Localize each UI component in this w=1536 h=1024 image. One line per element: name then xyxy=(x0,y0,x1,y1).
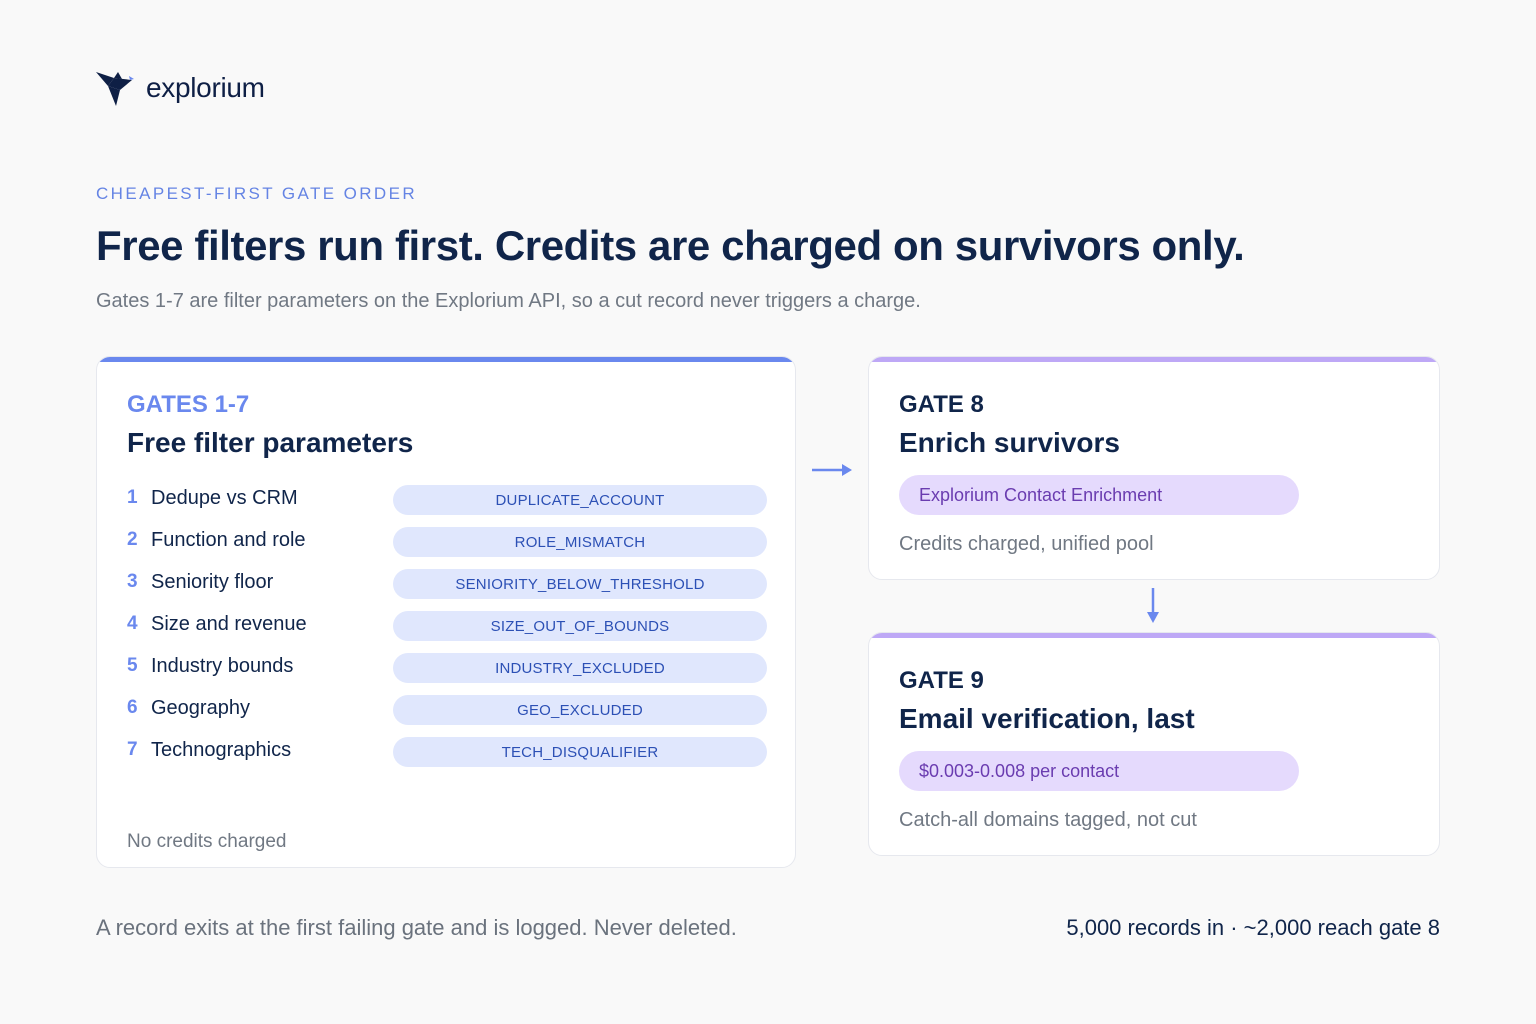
footer-stats: 5,000 records in · ~2,000 reach gate 8 xyxy=(1066,915,1440,940)
filter-code-badge: ROLE_MISMATCH xyxy=(393,527,767,557)
filter-row: 1 Dedupe vs CRM DUPLICATE_ACCOUNT xyxy=(127,485,767,527)
page-title: Free filters run first. Credits are char… xyxy=(96,222,1245,269)
card-note: Credits charged, unified pool xyxy=(899,533,1154,555)
gate-title: Enrich survivors xyxy=(899,427,1120,458)
filter-row: 5 Industry bounds INDUSTRY_EXCLUDED xyxy=(127,653,767,695)
card-accent-bar xyxy=(869,357,1439,362)
filter-number: 7 xyxy=(127,739,138,760)
filter-row: 4 Size and revenue SIZE_OUT_OF_BOUNDS xyxy=(127,611,767,653)
filter-name: Industry bounds xyxy=(151,655,294,677)
filter-name: Function and role xyxy=(151,529,306,551)
filter-list: 1 Dedupe vs CRM DUPLICATE_ACCOUNT 2 Func… xyxy=(127,485,767,779)
explorium-bird-icon xyxy=(96,72,134,106)
filter-name: Technographics xyxy=(151,739,292,761)
brand-name: explorium xyxy=(146,72,265,103)
arrow-right-icon xyxy=(812,464,852,476)
gate-title: Free filter parameters xyxy=(127,427,414,458)
gate-title: Email verification, last xyxy=(899,703,1195,734)
filter-number: 3 xyxy=(127,571,138,592)
filter-code-badge: TECH_DISQUALIFIER xyxy=(393,737,767,767)
filter-number: 1 xyxy=(127,487,138,508)
filter-number: 5 xyxy=(127,655,138,676)
filter-number: 4 xyxy=(127,613,138,634)
filter-name: Size and revenue xyxy=(151,613,307,635)
filter-code-badge: SENIORITY_BELOW_THRESHOLD xyxy=(393,569,767,599)
gate8-card: GATE 8 Enrich survivors Explorium Contac… xyxy=(868,356,1440,580)
gate9-card: GATE 9 Email verification, last $0.003-0… xyxy=(868,632,1440,856)
filter-code-badge: SIZE_OUT_OF_BOUNDS xyxy=(393,611,767,641)
filter-row: 3 Seniority floor SENIORITY_BELOW_THRESH… xyxy=(127,569,767,611)
eyebrow: CHEAPEST-FIRST GATE ORDER xyxy=(96,184,418,203)
brand-logo: explorium xyxy=(96,70,265,106)
gate-label: GATE 8 xyxy=(899,391,984,418)
card-accent-bar xyxy=(869,633,1439,638)
filter-code-badge: GEO_EXCLUDED xyxy=(393,695,767,725)
filter-name: Seniority floor xyxy=(151,571,274,593)
gate-label: GATES 1-7 xyxy=(127,391,250,418)
arrow-down-icon xyxy=(1147,588,1159,623)
page-subtitle: Gates 1-7 are filter parameters on the E… xyxy=(96,290,921,312)
filter-code-badge: DUPLICATE_ACCOUNT xyxy=(393,485,767,515)
filter-name: Geography xyxy=(151,697,250,719)
filter-number: 2 xyxy=(127,529,138,550)
gate-label: GATE 9 xyxy=(899,667,984,694)
filter-row: 7 Technographics TECH_DISQUALIFIER xyxy=(127,737,767,779)
free-gates-card: GATES 1-7 Free filter parameters 1 Dedup… xyxy=(96,356,796,868)
card-accent-bar xyxy=(97,357,795,362)
filter-name: Dedupe vs CRM xyxy=(151,487,298,509)
card-note: Catch-all domains tagged, not cut xyxy=(899,809,1197,831)
price-badge: $0.003-0.008 per contact xyxy=(899,751,1299,791)
filter-code-badge: INDUSTRY_EXCLUDED xyxy=(393,653,767,683)
card-footer-note: No credits charged xyxy=(127,831,287,852)
footer-note: A record exits at the first failing gate… xyxy=(96,915,737,940)
filter-row: 2 Function and role ROLE_MISMATCH xyxy=(127,527,767,569)
filter-number: 6 xyxy=(127,697,138,718)
service-badge: Explorium Contact Enrichment xyxy=(899,475,1299,515)
filter-row: 6 Geography GEO_EXCLUDED xyxy=(127,695,767,737)
